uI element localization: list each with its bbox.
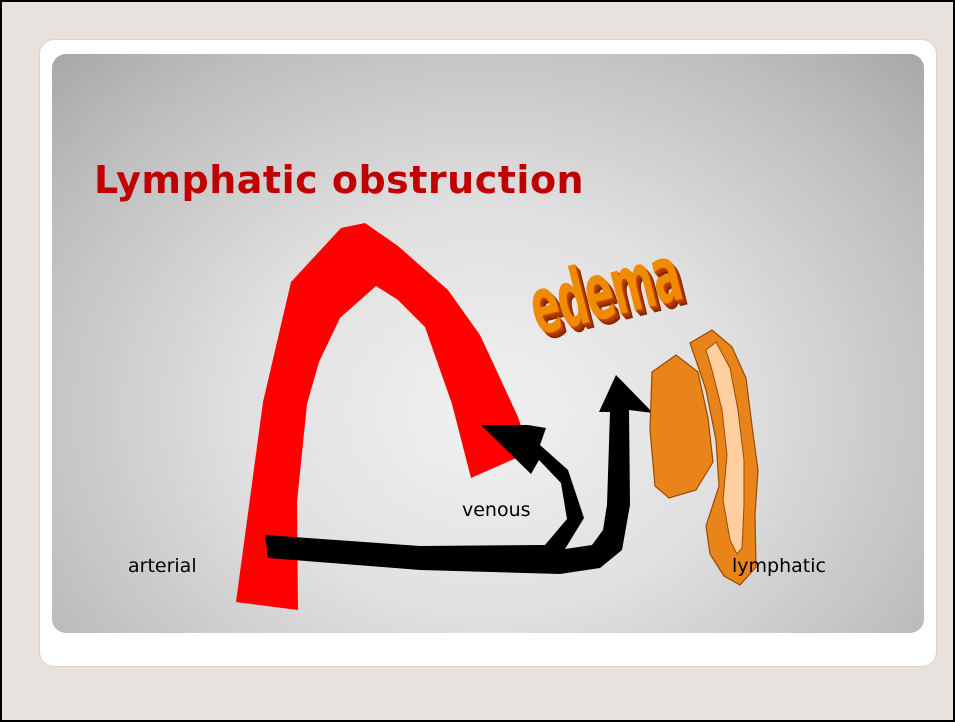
lymph-node-icon <box>650 330 758 585</box>
venous-label: venous <box>462 499 531 521</box>
arterial-label: arterial <box>128 555 197 577</box>
lymphatic-label: lymphatic <box>732 555 826 577</box>
